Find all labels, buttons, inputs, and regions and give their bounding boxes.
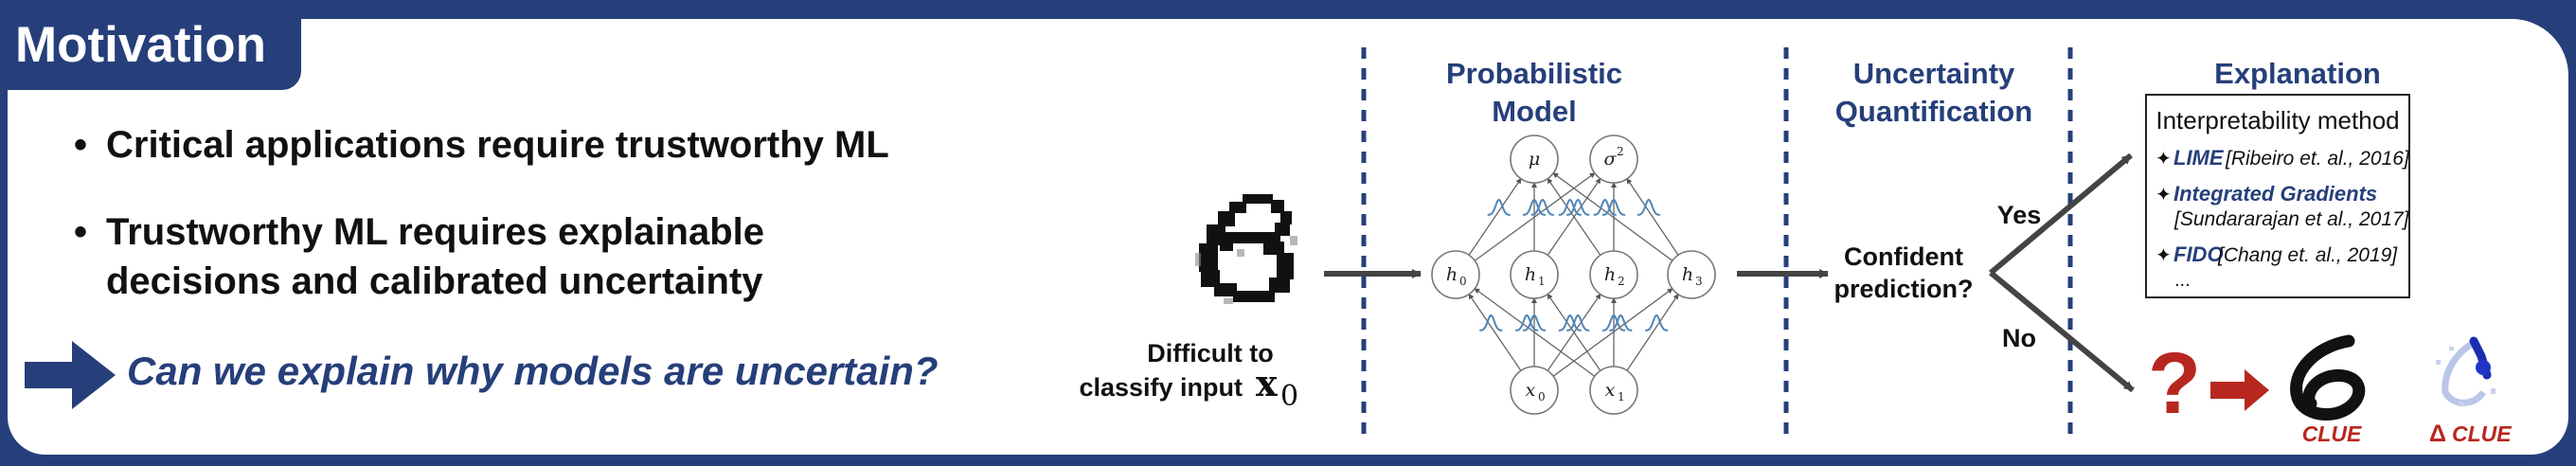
weight-gaussian xyxy=(1601,198,1626,216)
question-mark-icon: ? xyxy=(2148,335,2201,432)
interpretability-box xyxy=(2145,94,2410,298)
bullet-1-text: Critical applications require trustworth… xyxy=(106,124,889,166)
node-superscript: 2 xyxy=(1617,145,1624,158)
explanation-title: Explanation xyxy=(2214,57,2381,90)
edge-input-hidden xyxy=(1552,288,1673,377)
node-label: μ xyxy=(1529,149,1540,170)
bullet-2-line2: decisions and calibrated uncertainty xyxy=(106,260,763,302)
uq-title-line1: Uncertainty xyxy=(1853,57,2015,90)
node-label: x xyxy=(1526,380,1536,401)
branch-no: No xyxy=(2002,324,2036,352)
node-subscript: 3 xyxy=(1695,275,1703,288)
bullet-2-line1: Trustworthy ML requires explainable xyxy=(106,211,764,253)
input-label-line2: classify input xyxy=(1079,373,1243,402)
input-symbol: x xyxy=(1256,362,1278,404)
node-label: h xyxy=(1446,264,1458,285)
weight-gaussian xyxy=(1609,314,1633,332)
network-edges xyxy=(1468,172,1679,377)
node-subscript: 0 xyxy=(1459,275,1467,288)
delta-symbol: Δ xyxy=(2429,421,2446,447)
weight-gaussian xyxy=(1645,314,1669,332)
star-icon: ✦ xyxy=(2156,185,2172,206)
node-subscript: 2 xyxy=(1618,275,1625,288)
node-subscript: 1 xyxy=(1538,275,1546,288)
edge-input-hidden xyxy=(1626,293,1679,371)
interpretability-header: Interpretability method xyxy=(2156,106,2399,134)
decision-line1: Confident xyxy=(1844,242,1963,271)
content-panel xyxy=(8,19,2568,455)
arrow-no xyxy=(1989,270,2135,393)
node-subscript: 1 xyxy=(1618,390,1625,403)
weight-gaussian xyxy=(1566,198,1590,216)
method-ig-name: Integrated Gradients xyxy=(2174,182,2377,206)
method-ig-cite: [Sundararajan et al., 2017] xyxy=(2174,208,2410,230)
node-mu: μ xyxy=(1510,134,1559,184)
slide-title: Motivation xyxy=(0,0,301,90)
weight-gaussian xyxy=(1593,198,1617,216)
input-digit-image xyxy=(1195,194,1297,304)
more-methods: ... xyxy=(2174,270,2191,291)
node-label: h xyxy=(1682,264,1693,285)
weight-gaussian xyxy=(1515,314,1539,332)
node-label: x xyxy=(1605,380,1616,401)
node-label: h xyxy=(1604,264,1616,285)
edge-input-hidden xyxy=(1547,293,1601,371)
red-arrow-icon xyxy=(2210,369,2269,411)
decision-line2: prediction? xyxy=(1834,275,1974,303)
clue-label: CLUE xyxy=(2302,421,2362,446)
weight-gaussian xyxy=(1487,198,1511,216)
model-title-line1: Probabilistic xyxy=(1446,57,1622,90)
method-fido-cite: [Chang et. al., 2019] xyxy=(2217,244,2398,266)
edge-hidden-output xyxy=(1547,177,1601,256)
edge-input-hidden xyxy=(1468,293,1522,371)
edge-input-hidden xyxy=(1474,288,1596,377)
model-title-line2: Model xyxy=(1492,95,1577,128)
key-question: Can we explain why models are uncertain? xyxy=(127,349,939,393)
weight-gaussian xyxy=(1601,314,1626,332)
weight-distributions xyxy=(1479,198,1669,332)
method-fido-name: FIDO xyxy=(2174,242,2224,266)
weight-gaussian xyxy=(1558,314,1582,332)
edge-hidden-output xyxy=(1468,177,1522,256)
node-subscript: 0 xyxy=(1538,390,1546,403)
input-subscript: 0 xyxy=(1280,380,1298,413)
star-icon: ✦ xyxy=(2156,149,2172,170)
uq-title-line2: Quantification xyxy=(1835,95,2032,128)
delta-clue-image xyxy=(2426,332,2506,411)
bullet-dot: • xyxy=(74,124,88,166)
node-label: h xyxy=(1525,264,1536,285)
weight-gaussian xyxy=(1522,314,1547,332)
weight-gaussian xyxy=(1558,198,1582,216)
weight-gaussian xyxy=(1479,314,1503,332)
clue-digit-image xyxy=(2290,334,2366,421)
node-label: σ xyxy=(1604,149,1618,170)
weight-gaussian xyxy=(1637,198,1660,216)
branch-yes: Yes xyxy=(1997,201,2042,229)
edge-hidden-output xyxy=(1626,177,1679,256)
delta-clue-label: CLUE xyxy=(2452,421,2512,446)
method-lime-name: LIME xyxy=(2174,146,2225,170)
weight-gaussian xyxy=(1566,314,1590,332)
arrow-yes xyxy=(1989,152,2133,276)
method-lime-cite: [Ribeiro et. al., 2016] xyxy=(2225,148,2410,170)
edge-hidden-output xyxy=(1552,172,1673,261)
big-arrow-icon xyxy=(25,341,116,409)
input-label-line1: Difficult to xyxy=(1147,339,1273,367)
star-icon: ✦ xyxy=(2156,245,2172,266)
bullet-dot: • xyxy=(74,211,88,253)
weight-gaussian xyxy=(1522,198,1547,216)
weight-gaussian xyxy=(1530,198,1554,216)
